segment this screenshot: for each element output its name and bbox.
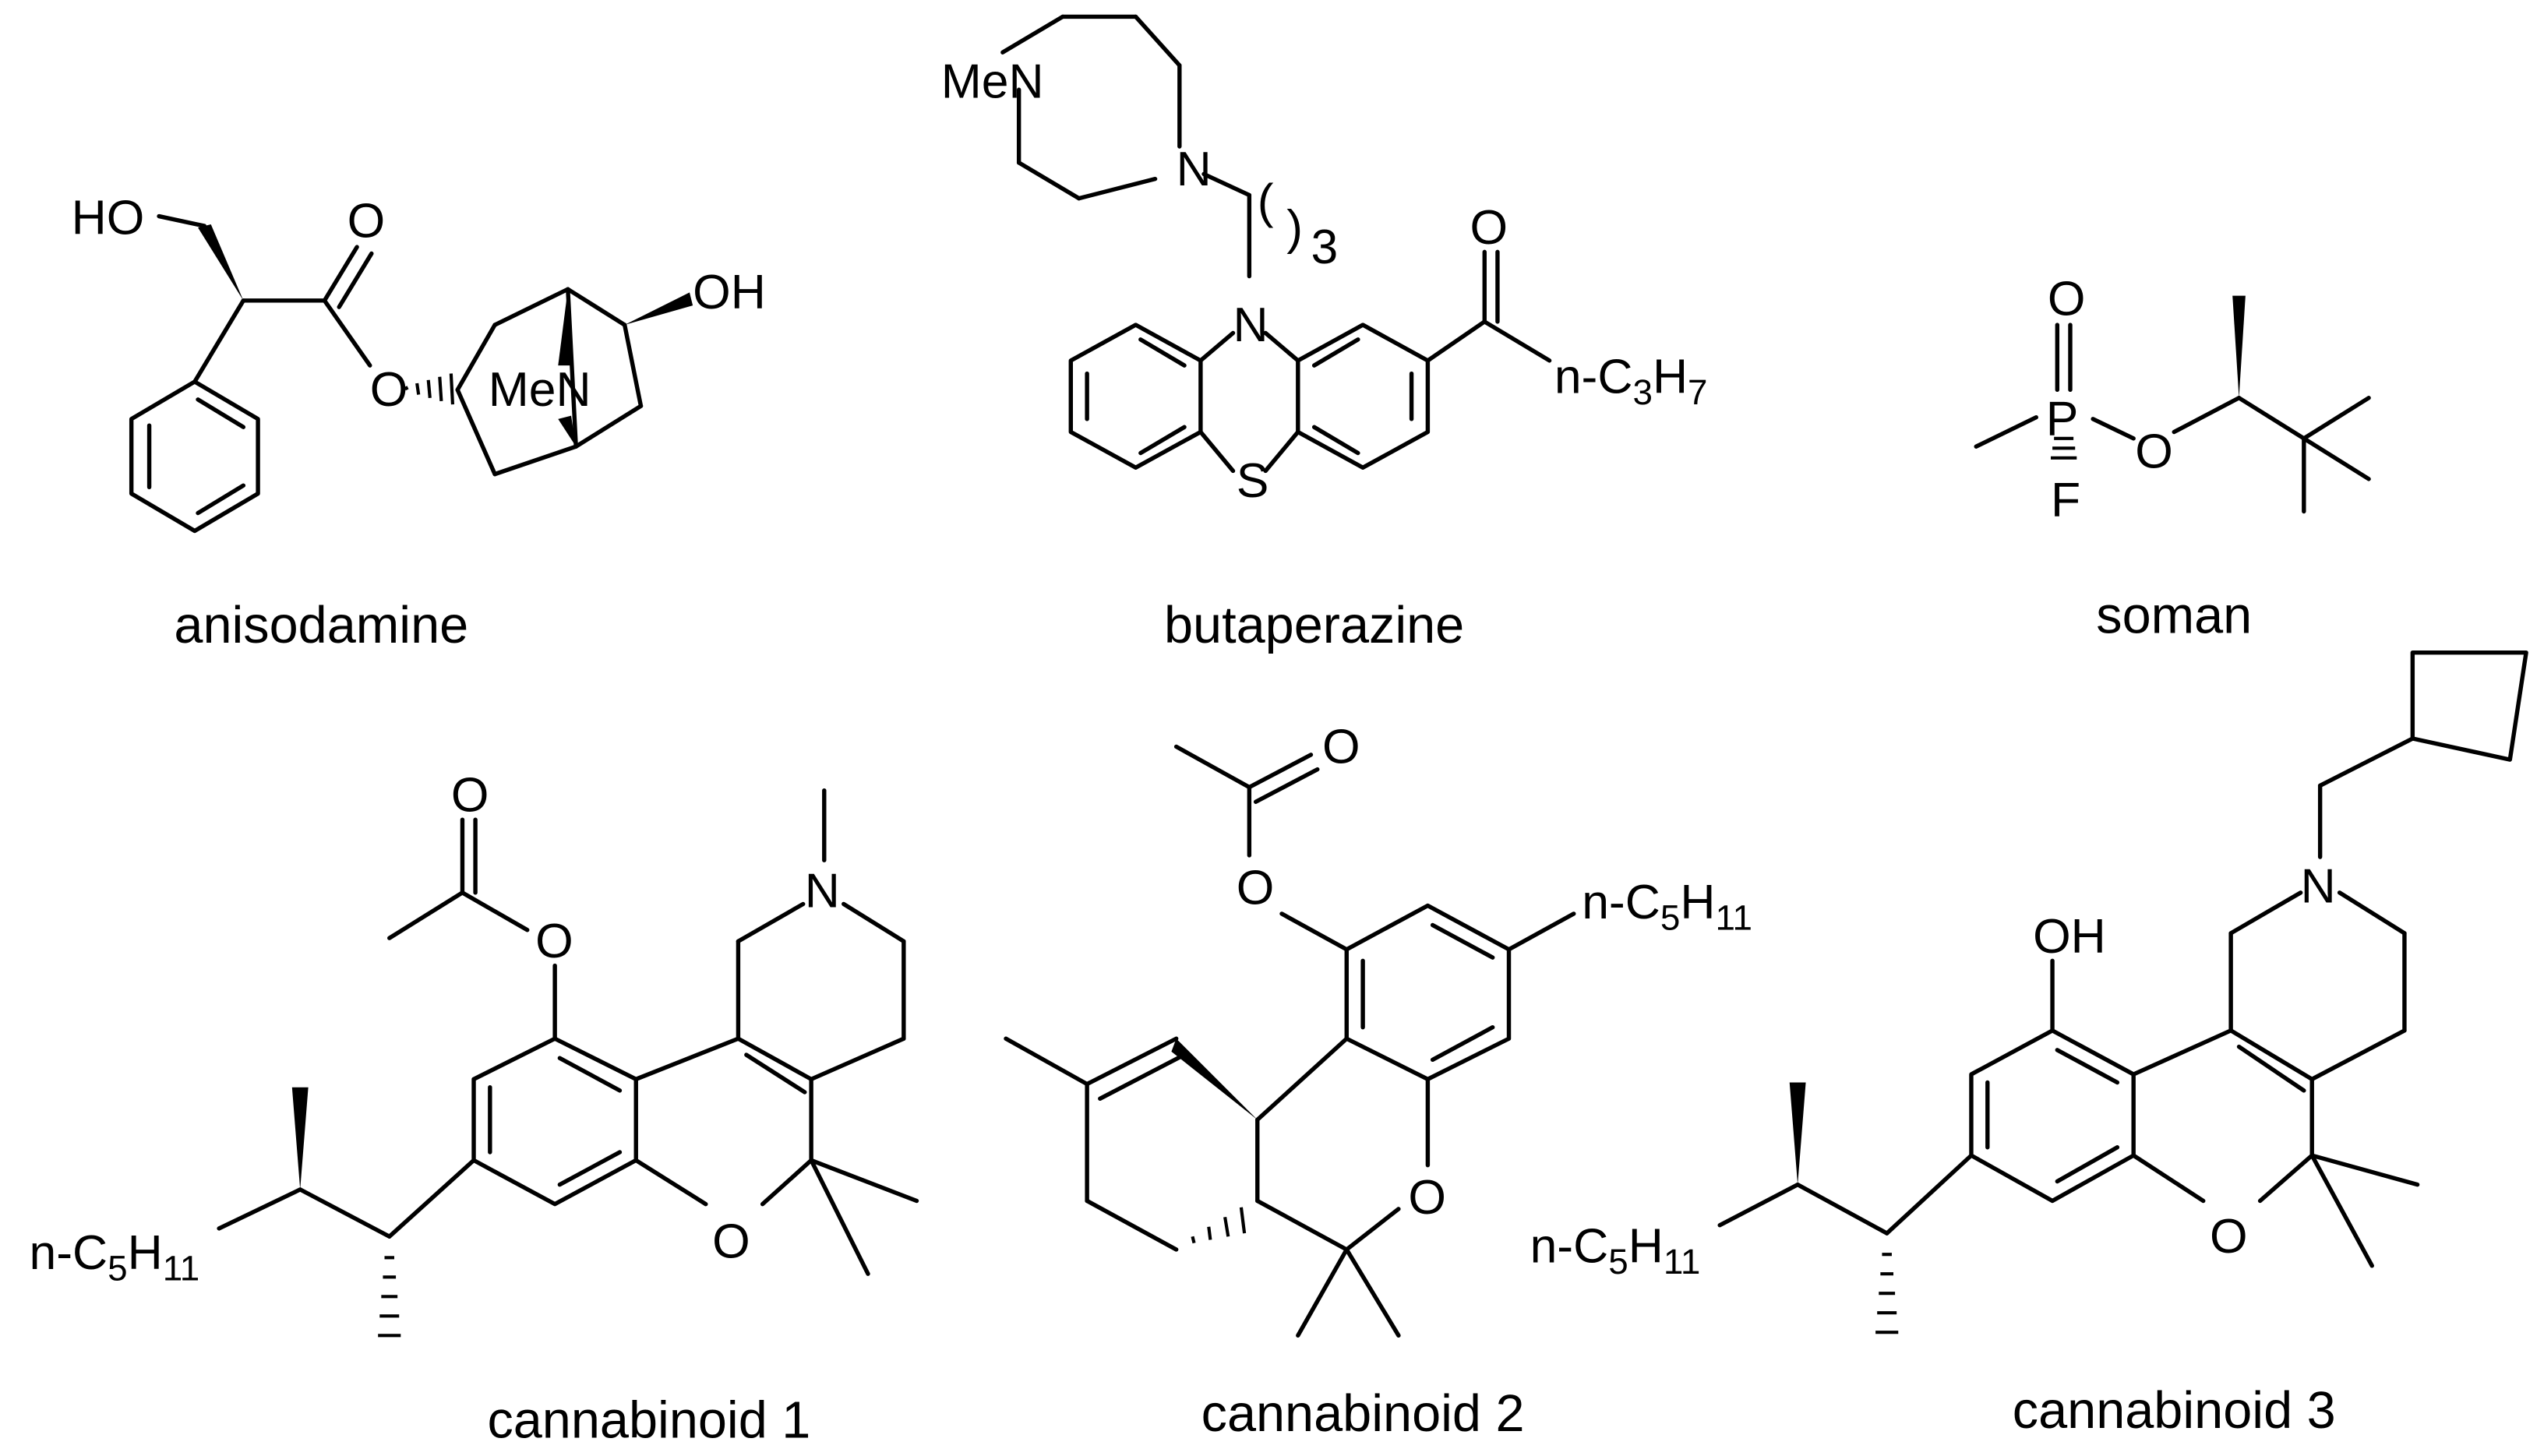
butaperazine-paren-close: ) [1286,200,1303,255]
cannabinoid3-structure [1717,650,2528,1334]
butaperazine-men-label: MeN [941,55,1044,109]
butaperazine-paren-open: ( [1258,175,1274,229]
caption-cannabinoid2: cannabinoid 2 [1201,1385,1525,1443]
anisodamine-structure [129,213,693,534]
caption-cannabinoid1: cannabinoid 1 [487,1391,810,1449]
cannabinoid1-structure [217,788,919,1338]
caption-soman: soman [2096,587,2252,645]
butaperazine-propyl-label: n-C3H7 [1554,350,1708,413]
anisodamine-carbonyl-o-label: O [348,194,386,249]
cannabinoid2-ring-o-label: O [1408,1170,1446,1225]
cannabinoid3-oh-label: OH [2033,909,2106,964]
butaperazine-chain-count: 3 [1311,220,1338,274]
cannabinoid2-ester-o-label: O [1237,860,1275,915]
soman-p-label: P [2046,392,2079,446]
anisodamine-ho-label: HO [72,190,145,245]
caption-cannabinoid3: cannabinoid 3 [2013,1382,2336,1440]
anisodamine-oh-label: OH [693,265,766,319]
cannabinoid2-carbonyl-o-label: O [1322,719,1360,774]
butaperazine-keto-o-label: O [1470,200,1508,255]
caption-butaperazine: butaperazine [1164,597,1464,654]
cannabinoid1-ring-o-label: O [712,1214,750,1268]
soman-structure [1974,295,2371,514]
butaperazine-ring-n-label: N [1233,298,1268,352]
cannabinoid3-n-label: N [2301,858,2336,913]
cannabinoid2-pentyl-label: n-C5H11 [1582,875,1752,938]
cannabinoid1-carbonyl-o-label: O [451,768,489,823]
cannabinoid1-n-label: N [805,864,840,918]
cannabinoid1-pentyl-label: n-C5H11 [29,1225,199,1289]
cannabinoid3-pentyl-label: n-C5H11 [1530,1219,1701,1282]
butaperazine-piperazine-n-label: N [1177,142,1212,196]
caption-anisodamine: anisodamine [174,597,468,654]
cannabinoid3-ring-o-label: O [2210,1209,2248,1264]
soman-f-label: F [2051,473,2080,527]
anisodamine-ester-o-label: O [370,362,408,417]
cannabinoid2-structure [1004,744,1576,1338]
soman-double-o-label: O [2048,272,2086,326]
butaperazine-ring-s-label: S [1237,453,1269,508]
anisodamine-men-label: MeN [489,362,591,417]
cannabinoid1-ester-o-label: O [535,914,573,968]
soman-ether-o-label: O [2135,424,2173,478]
butaperazine-structure [1000,14,1552,474]
